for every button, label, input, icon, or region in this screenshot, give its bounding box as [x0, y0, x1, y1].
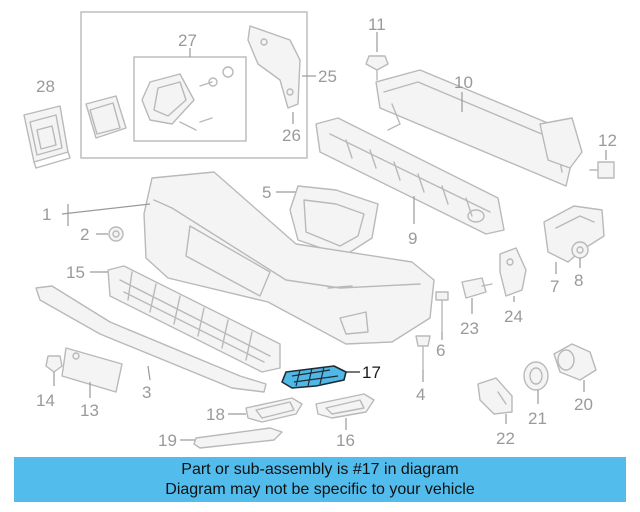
callout-24: 24 — [504, 307, 523, 326]
banner-line-1: Part or sub-assembly is #17 in diagram — [181, 461, 459, 478]
callout-7: 7 — [550, 277, 559, 296]
callout-11: 11 — [368, 15, 386, 34]
callout-1: 1 — [42, 205, 51, 224]
part-15-drawing — [90, 265, 281, 373]
part-6-drawing — [435, 291, 449, 340]
callout-23: 23 — [460, 319, 479, 338]
callout-25: 25 — [318, 67, 337, 86]
part-16-drawing — [315, 393, 375, 430]
callout-19: 19 — [158, 431, 177, 450]
part-18-drawing — [228, 397, 303, 423]
callout-5: 5 — [262, 183, 271, 202]
part-10-drawing — [375, 69, 583, 187]
part-12-drawing — [589, 150, 615, 179]
callout-18: 18 — [206, 405, 225, 424]
part-4-drawing — [415, 335, 431, 382]
callout-13: 13 — [80, 401, 99, 420]
part-1-drawing — [61, 171, 435, 345]
callout-15: 15 — [66, 263, 85, 282]
part-21-drawing — [523, 361, 549, 404]
part-24-drawing — [499, 247, 527, 302]
banner-line-2: Diagram may not be specific to your vehi… — [165, 481, 475, 498]
parts-diagram: 28 27 25 26 11 10 — [23, 11, 617, 450]
callout-8: 8 — [574, 271, 583, 290]
part-17-drawing — [281, 365, 360, 389]
part-22-drawing — [477, 377, 513, 424]
callout-20: 20 — [574, 395, 593, 414]
callout-16: 16 — [336, 431, 355, 450]
callout-14: 14 — [36, 391, 55, 410]
part-23-drawing — [461, 277, 493, 314]
part-5-drawing — [276, 185, 379, 257]
callout-27: 27 — [178, 31, 197, 50]
info-banner: Part or sub-assembly is #17 in diagram D… — [14, 457, 626, 502]
part-8-drawing — [571, 241, 589, 268]
callout-4: 4 — [416, 385, 425, 404]
callout-22: 22 — [496, 429, 515, 448]
part-20-drawing — [553, 343, 597, 392]
part-7-drawing — [543, 205, 605, 274]
part-11-drawing — [365, 32, 389, 81]
callout-21: 21 — [528, 409, 547, 428]
callout-6: 6 — [436, 341, 445, 360]
part-2-drawing — [96, 226, 124, 242]
part-19-drawing — [180, 427, 283, 449]
part-9-drawing — [315, 117, 505, 235]
part-13-drawing — [61, 347, 123, 398]
callout-17: 17 — [362, 363, 381, 382]
callout-28: 28 — [36, 77, 55, 96]
callout-10: 10 — [454, 73, 473, 92]
part-28-drawing — [23, 105, 71, 169]
callout-3: 3 — [142, 383, 151, 402]
detail-box — [80, 11, 316, 159]
callout-9: 9 — [408, 229, 417, 248]
callout-26: 26 — [282, 126, 301, 145]
callout-12: 12 — [598, 131, 617, 150]
callout-2: 2 — [80, 225, 89, 244]
part-14-drawing — [45, 355, 63, 386]
lower-spoiler-drawing — [35, 285, 267, 393]
